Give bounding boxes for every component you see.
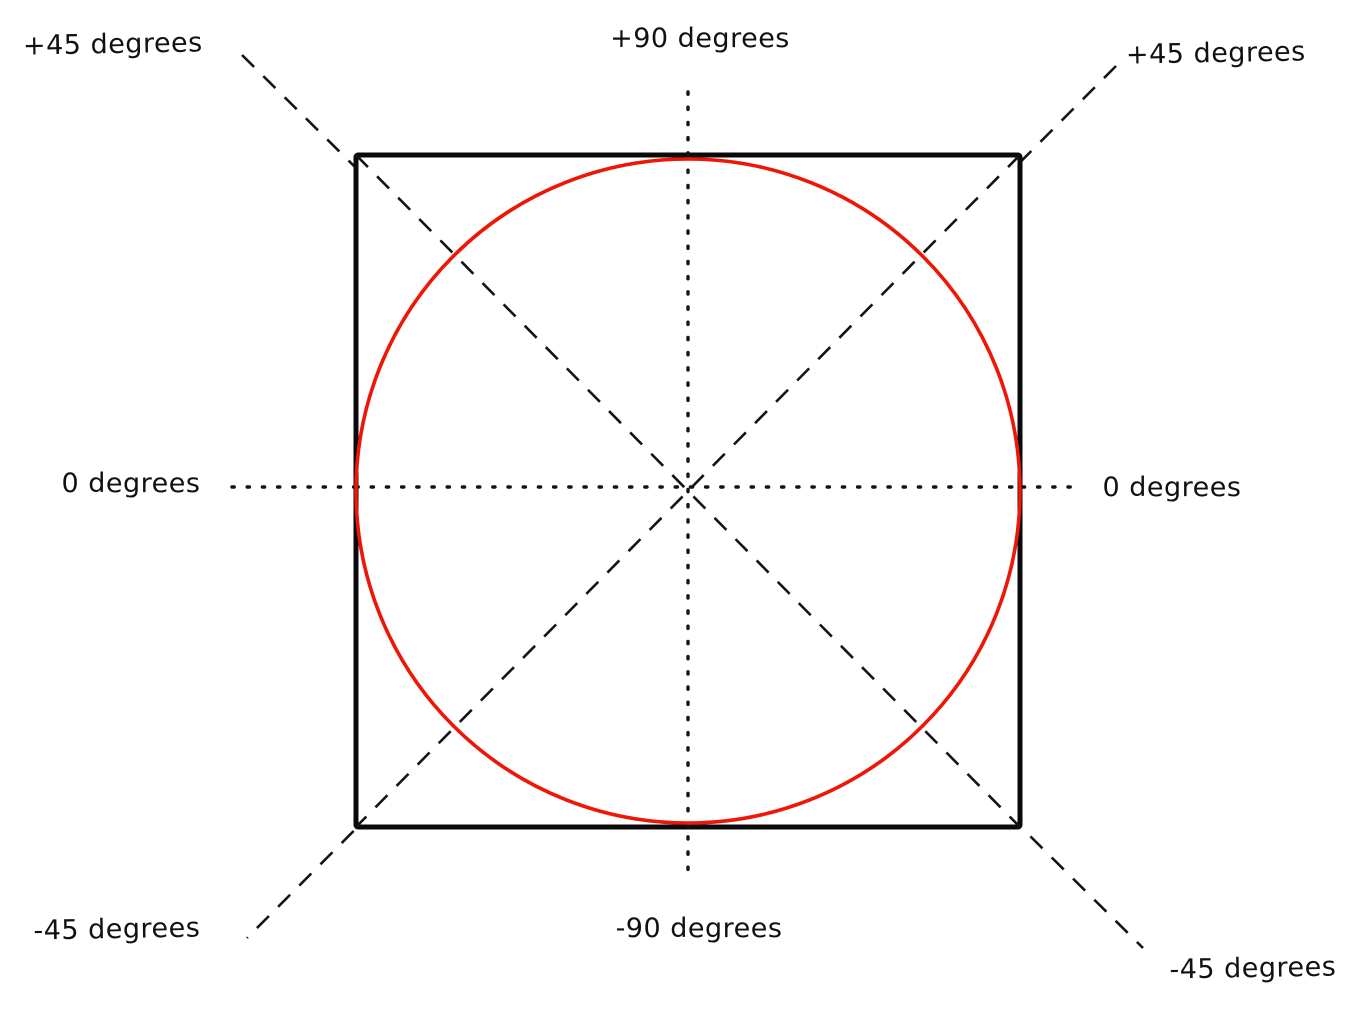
- label-minus90-bottom-center: -90 degrees: [616, 913, 783, 944]
- diagonal-segment-inner-1: [355, 154, 1021, 828]
- label-plus45-top-left: +45 degrees: [23, 27, 203, 61]
- label-minus45-bottom-right: -45 degrees: [1169, 952, 1336, 986]
- inscribed-circle: [354, 157, 1022, 825]
- label-minus45-bottom-left: -45 degrees: [33, 913, 200, 947]
- label-zero-left: 0 degrees: [62, 468, 201, 499]
- label-zero-right: 0 degrees: [1103, 472, 1242, 503]
- diagonal-segment-inner-2: [355, 154, 1021, 828]
- label-plus45-top-right: +45 degrees: [1126, 36, 1306, 70]
- label-plus90-top-center: +90 degrees: [610, 23, 790, 54]
